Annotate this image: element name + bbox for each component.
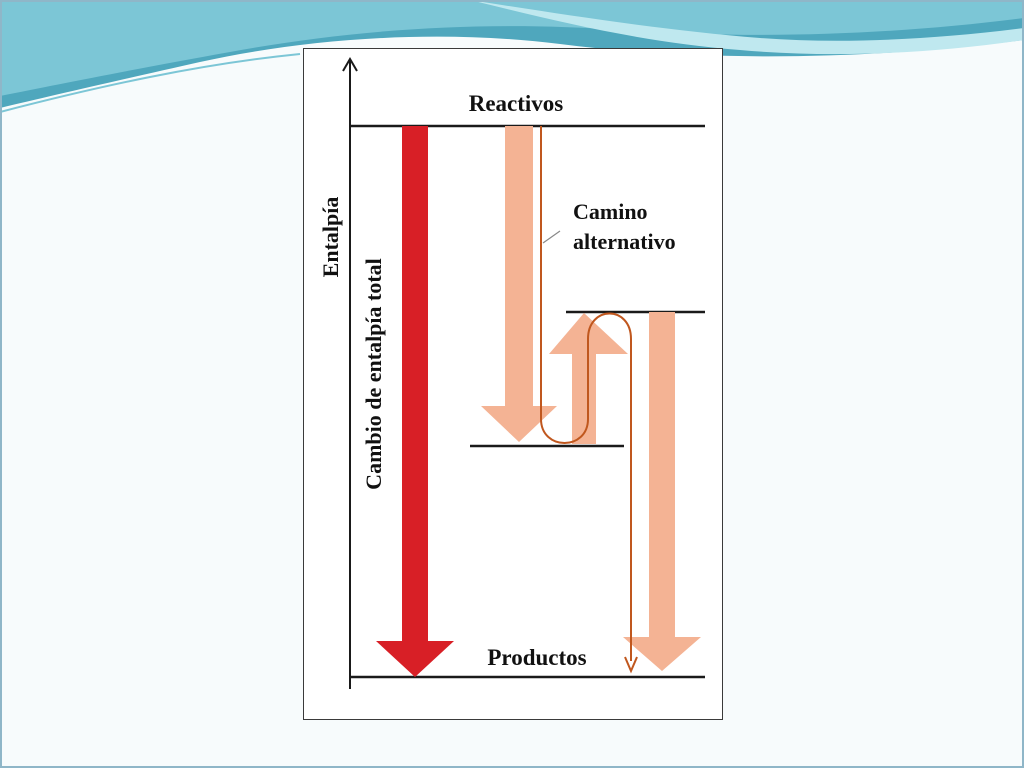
energy-diagram-panel: Reactivos Productos Camino alternativo E… xyxy=(303,48,723,720)
header-wave-highlight xyxy=(470,0,1024,55)
total-enthalpy-arrow xyxy=(376,126,454,677)
enthalpy-diagram: Reactivos Productos Camino alternativo E… xyxy=(318,57,705,689)
total-enthalpy-change-label: Cambio de entalpía total xyxy=(361,258,386,490)
label-leader-line xyxy=(542,230,561,244)
step3-down-arrow xyxy=(623,312,701,671)
step1-down-arrow xyxy=(481,126,557,442)
header-wave-band-front xyxy=(0,0,1024,96)
alternative-path-label-line2: alternativo xyxy=(573,229,676,254)
reactants-label: Reactivos xyxy=(469,91,564,116)
alternative-path-arrowhead-icon xyxy=(624,656,638,674)
alternative-path-line xyxy=(540,126,632,661)
products-label: Productos xyxy=(487,645,586,670)
alternative-path-label-line1: Camino xyxy=(573,199,648,224)
enthalpy-axis-arrowhead-icon xyxy=(342,57,358,72)
enthalpy-axis-label: Entalpía xyxy=(318,197,343,278)
header-wave-line xyxy=(0,53,301,113)
